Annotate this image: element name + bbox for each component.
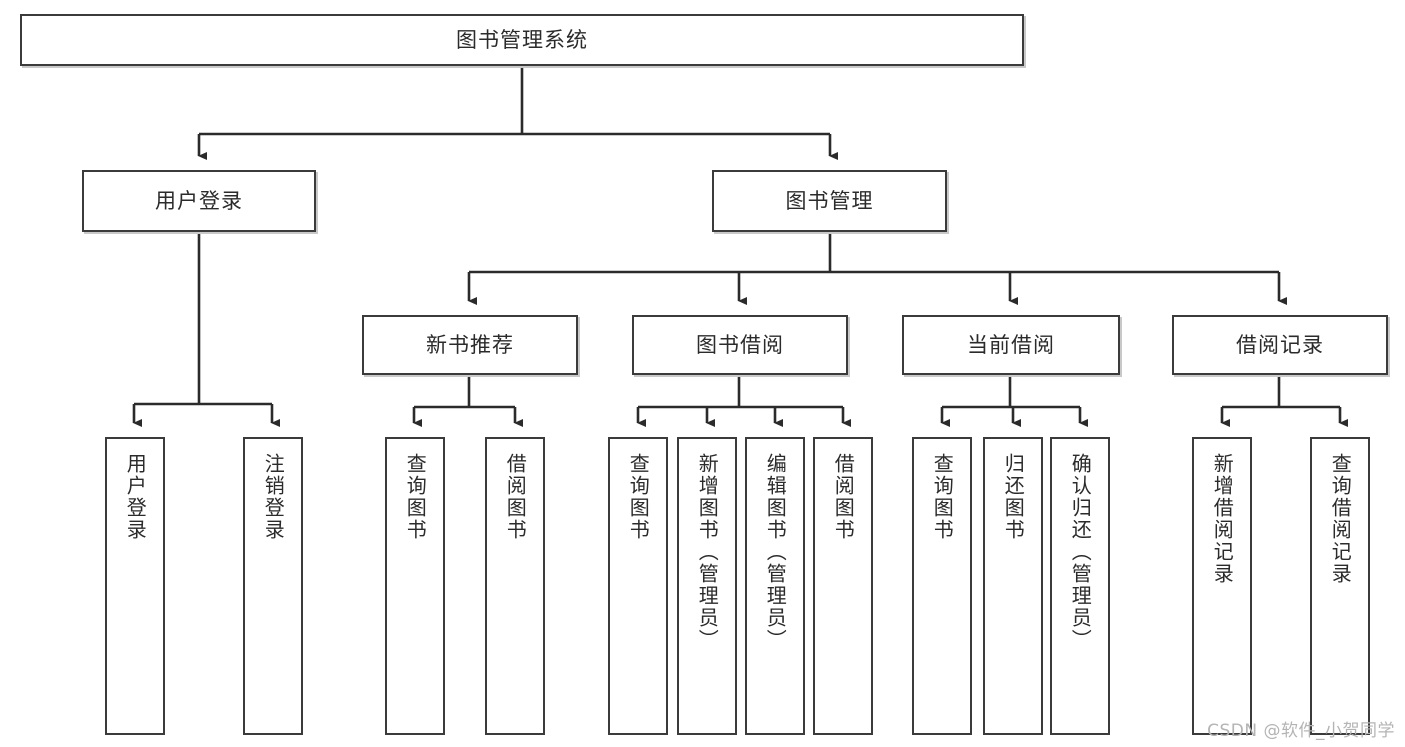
leaf-edit-book-admin-label: 编辑图书（管理员）	[763, 453, 788, 651]
leaf-user-login-label: 用户登录	[123, 453, 148, 541]
node-book-borrow[interactable]: 图书借阅	[632, 315, 848, 375]
leaf-add-borrow-record[interactable]: 新增借阅记录	[1192, 437, 1252, 735]
leaf-logout-label: 注销登录	[261, 453, 286, 541]
node-new-book-recommend[interactable]: 新书推荐	[362, 315, 578, 375]
leaf-return-book-label: 归还图书	[1001, 453, 1026, 541]
node-user-login-label: 用户登录	[155, 188, 243, 213]
leaf-query-book-current-label: 查询图书	[930, 453, 955, 541]
node-book-management-label: 图书管理	[785, 188, 874, 213]
leaf-user-login[interactable]: 用户登录	[105, 437, 165, 735]
leaf-borrow-book-recommend-label: 借阅图书	[503, 453, 528, 541]
node-book-borrow-label: 图书借阅	[696, 332, 784, 357]
leaf-confirm-return-admin-label: 确认归还（管理员）	[1068, 453, 1093, 651]
node-current-borrow[interactable]: 当前借阅	[902, 315, 1120, 375]
leaf-borrow-book-label: 借阅图书	[831, 453, 856, 541]
node-current-borrow-label: 当前借阅	[967, 332, 1055, 357]
node-new-book-recommend-label: 新书推荐	[426, 332, 514, 357]
leaf-edit-book-admin[interactable]: 编辑图书（管理员）	[745, 437, 805, 735]
leaf-add-book-admin[interactable]: 新增图书（管理员）	[677, 437, 737, 735]
leaf-add-borrow-record-label: 新增借阅记录	[1210, 453, 1235, 585]
node-book-management[interactable]: 图书管理	[712, 170, 947, 232]
leaf-borrow-book-recommend[interactable]: 借阅图书	[485, 437, 545, 735]
node-root[interactable]: 图书管理系统	[20, 14, 1024, 66]
leaf-logout[interactable]: 注销登录	[243, 437, 303, 735]
leaf-query-book-current[interactable]: 查询图书	[912, 437, 972, 735]
node-borrow-record[interactable]: 借阅记录	[1172, 315, 1388, 375]
node-borrow-record-label: 借阅记录	[1236, 332, 1324, 357]
leaf-borrow-book[interactable]: 借阅图书	[813, 437, 873, 735]
leaf-confirm-return-admin[interactable]: 确认归还（管理员）	[1050, 437, 1110, 735]
node-user-login[interactable]: 用户登录	[82, 170, 316, 232]
leaf-query-book-recommend[interactable]: 查询图书	[385, 437, 445, 735]
leaf-query-book-borrow[interactable]: 查询图书	[608, 437, 668, 735]
leaf-add-book-admin-label: 新增图书（管理员）	[695, 453, 720, 651]
watermark-text: CSDN @软件_小贺同学	[1207, 721, 1395, 741]
leaf-query-book-recommend-label: 查询图书	[403, 453, 428, 541]
leaf-query-book-borrow-label: 查询图书	[626, 453, 651, 541]
leaf-return-book[interactable]: 归还图书	[983, 437, 1043, 735]
leaf-query-borrow-record-label: 查询借阅记录	[1328, 453, 1353, 585]
leaf-query-borrow-record[interactable]: 查询借阅记录	[1310, 437, 1370, 735]
node-root-label: 图书管理系统	[456, 27, 588, 52]
